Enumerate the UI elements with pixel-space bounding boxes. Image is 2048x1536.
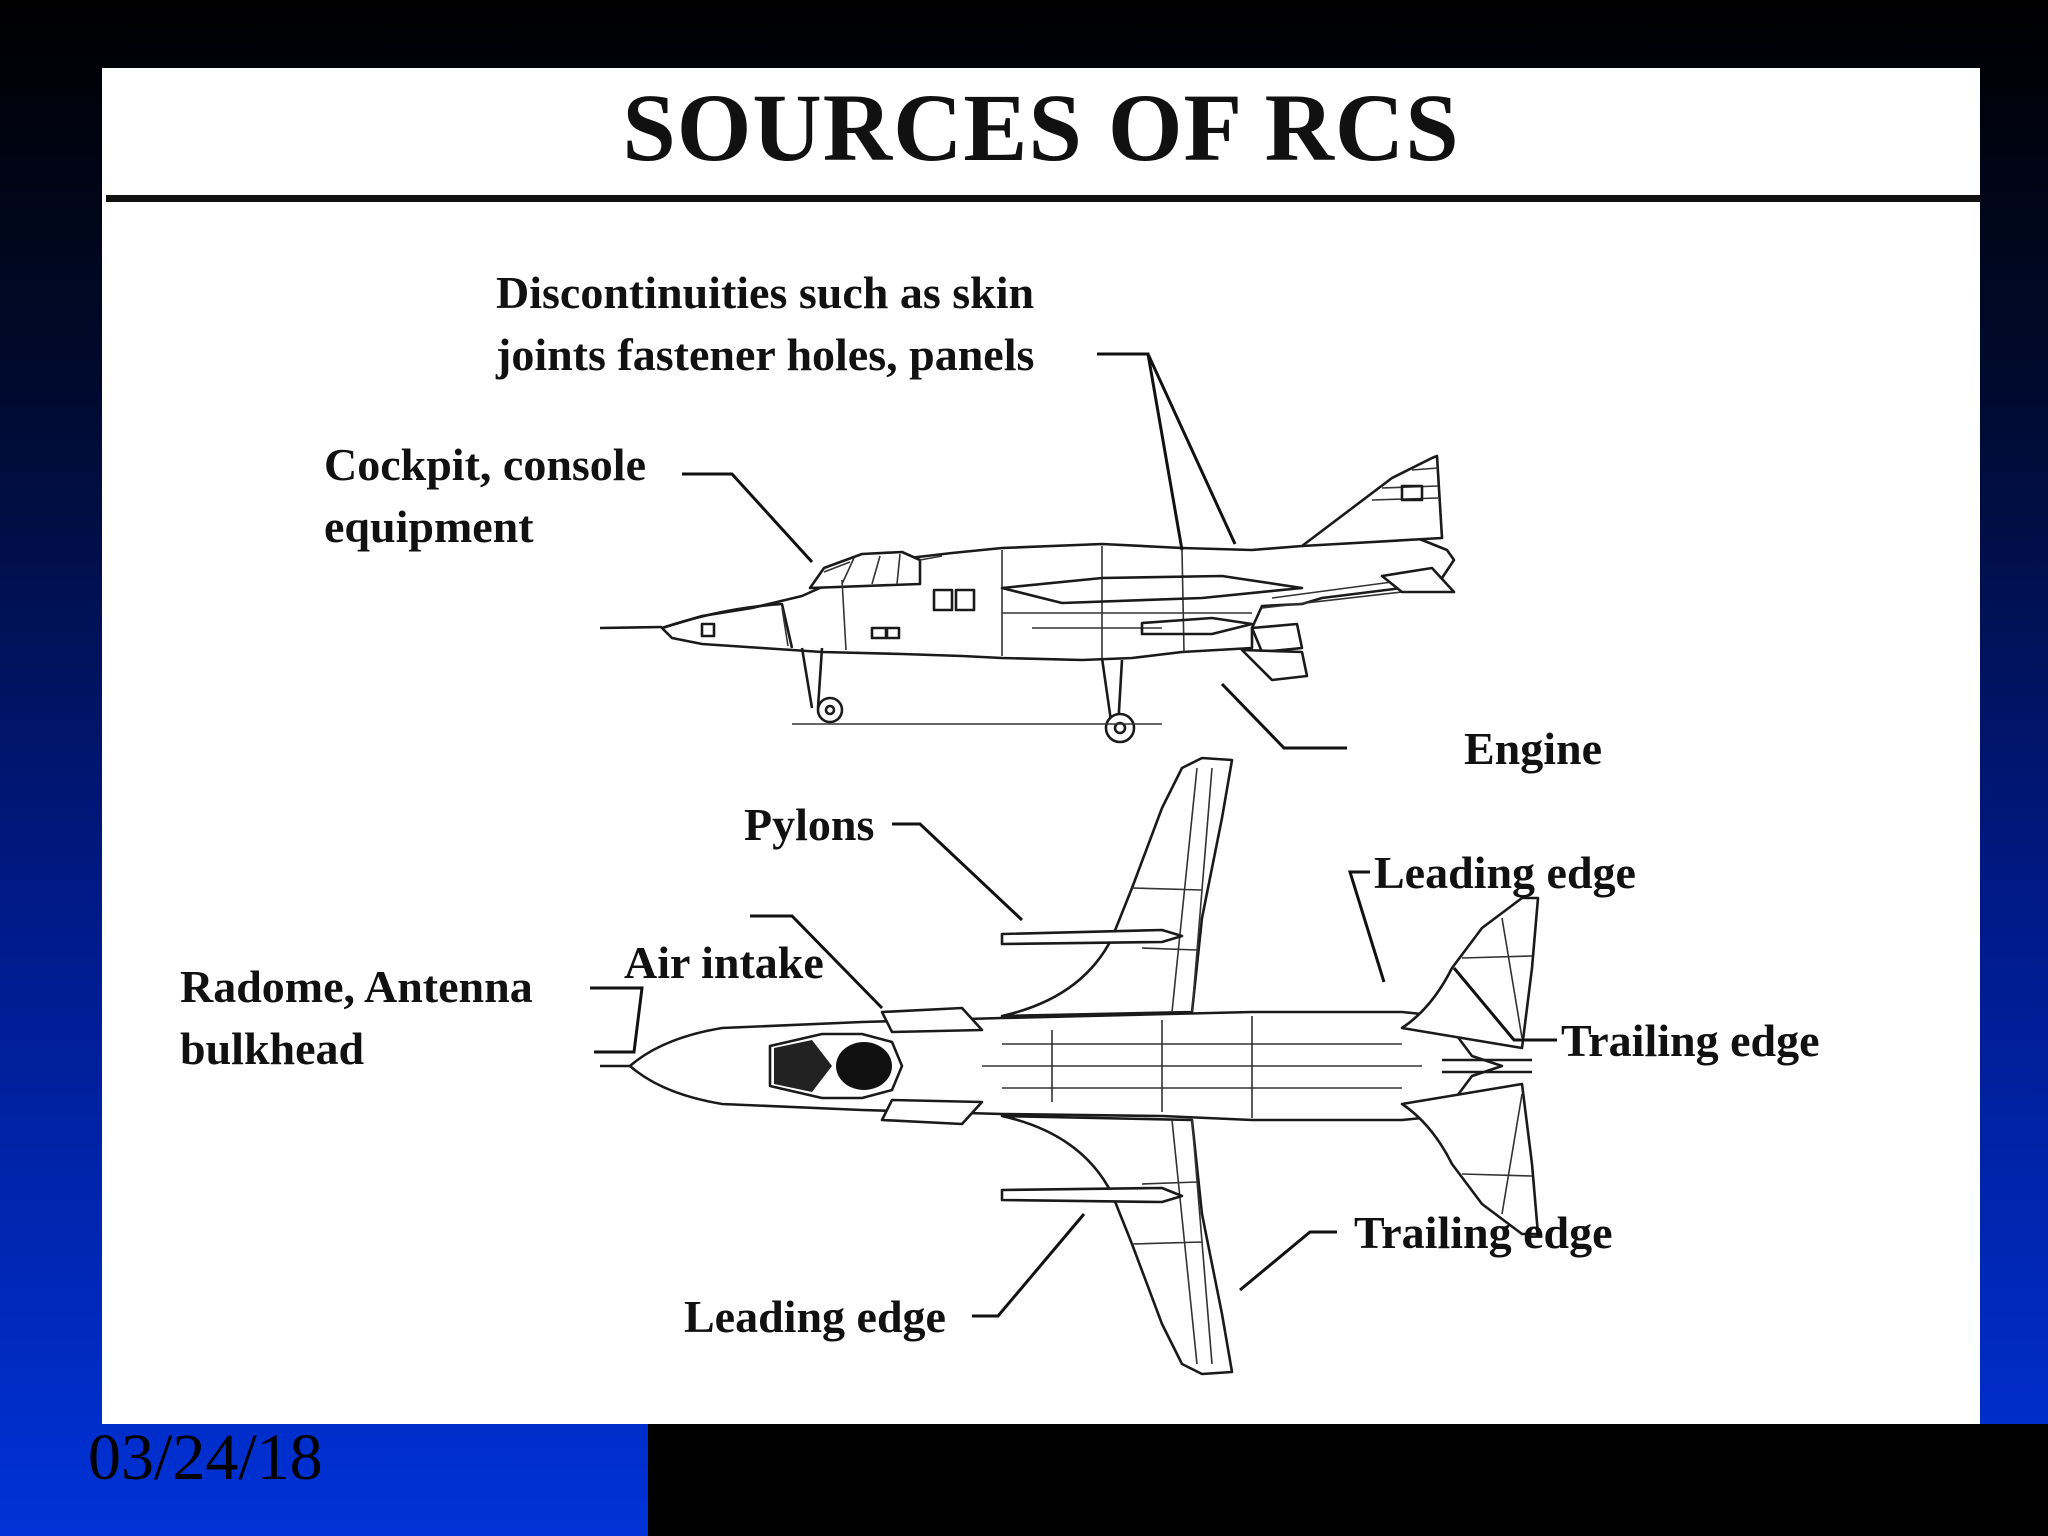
label-pylons: Pylons [744, 799, 874, 850]
label-engine: Engine [1464, 723, 1602, 774]
label-discontinuities-line1: Discontinuities such as skin [496, 267, 1034, 318]
footer-black-band [648, 1424, 2048, 1536]
label-discontinuities-line2: joints fastener holes, panels [495, 329, 1034, 380]
diagram-labels: Discontinuities such as skin joints fast… [180, 267, 1820, 1342]
label-radome-line1: Radome, Antenna [180, 961, 533, 1012]
label-cockpit-line2: equipment [324, 501, 534, 552]
rcs-aircraft-diagram: Discontinuities such as skin joints fast… [180, 267, 1820, 1376]
slide-title: SOURCES OF RCS [622, 74, 1460, 181]
label-radome-line2: bulkhead [180, 1023, 365, 1074]
aircraft-top-view [600, 756, 1540, 1376]
label-trailing-edge-tail: Trailing edge [1561, 1015, 1820, 1066]
leader-lines [590, 352, 1557, 1318]
label-trailing-edge-wing: Trailing edge [1354, 1207, 1613, 1258]
label-leading-edge-tail: Leading edge [1374, 847, 1636, 898]
title-divider [106, 195, 1980, 202]
aircraft-side-view [599, 454, 1456, 744]
label-air-intake: Air intake [624, 937, 824, 988]
label-cockpit-line1: Cockpit, console [324, 439, 646, 490]
slide-content-panel: SOURCES OF RCS [102, 68, 1980, 1424]
slide-date: 03/24/18 [88, 1421, 323, 1494]
label-leading-edge-wing: Leading edge [684, 1291, 946, 1342]
